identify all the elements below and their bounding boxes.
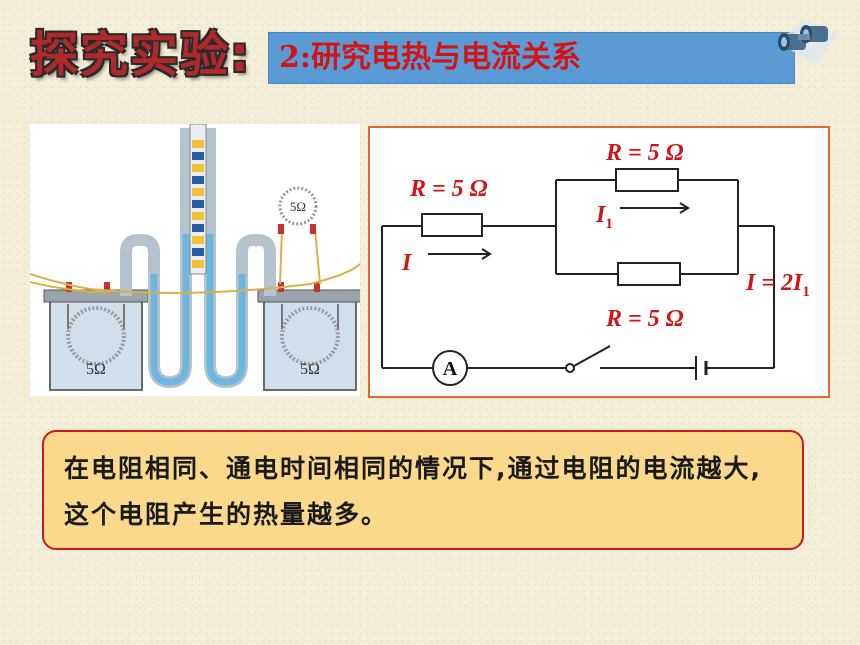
bottom-branch-resistor-label: R = 5 Ω <box>605 306 684 332</box>
topic-banner: 2:研究电热与电流关系 <box>268 32 795 84</box>
conclusion-box: 在电阻相同、通电时间相同的情况下,通过电阻的电流越大,这个电阻产生的热量越多。 <box>42 430 804 550</box>
banner-title: 2:研究电热与电流关系 <box>279 40 581 75</box>
svg-text:I = 2I1: I = 2I1 <box>745 270 810 300</box>
current-total-subscript: 1 <box>802 284 810 300</box>
experiment-apparatus-figure: 5Ω 5Ω 5Ω <box>29 123 363 396</box>
svg-text:I1: I1 <box>595 202 613 232</box>
left-resistor-label: 5Ω <box>86 361 106 378</box>
circuit-diagram: A R = 5 Ω R = 5 Ω R = 5 Ω I I1 I = 2I1 <box>368 126 830 398</box>
current-i1-label: I <box>595 202 607 228</box>
right-resistor-label: 5Ω <box>300 361 320 378</box>
current-i-label: I <box>401 250 413 276</box>
conclusion-text: 在电阻相同、通电时间相同的情况下,通过电阻的电流越大,这个电阻产生的热量越多。 <box>64 454 762 529</box>
current-total-label: I = 2I <box>745 270 804 296</box>
top-branch-resistor-label: R = 5 Ω <box>605 140 684 166</box>
ammeter-label: A <box>443 358 458 380</box>
binoculars-icon <box>778 20 838 66</box>
current-i1-subscript: 1 <box>605 216 613 232</box>
series-resistor-label: R = 5 Ω <box>409 176 488 202</box>
page-heading: 探究实验: <box>30 27 252 83</box>
top-resistor-label: 5Ω <box>290 199 306 214</box>
